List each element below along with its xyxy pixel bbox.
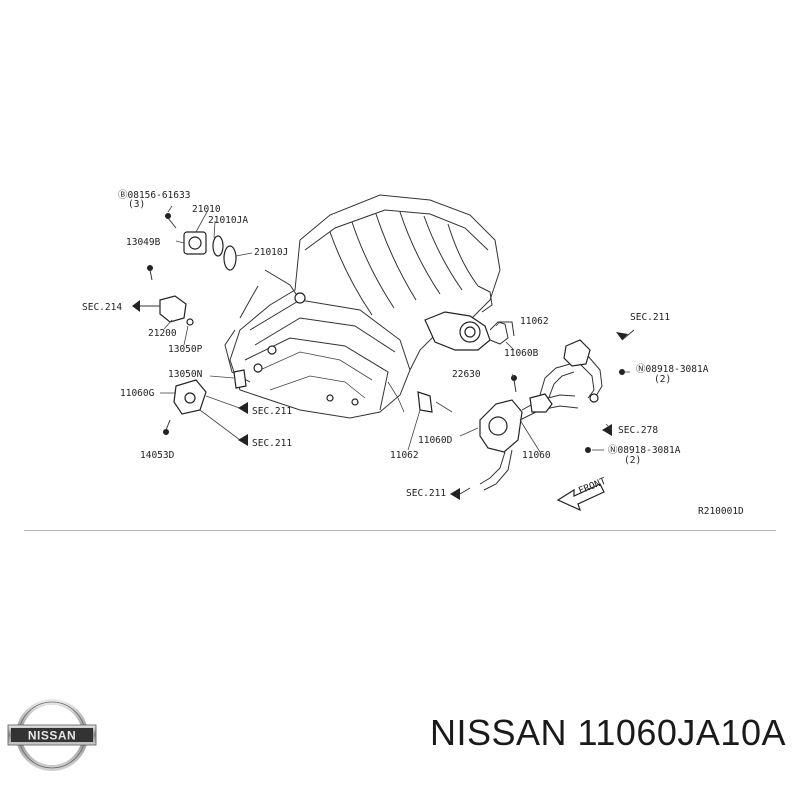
callout-21010: 21010 bbox=[192, 204, 221, 215]
callout-nut-bottom: Ⓝ08918-3081A bbox=[608, 445, 681, 456]
callout-11060g: 11060G bbox=[120, 388, 155, 399]
callout-13049b: 13049B bbox=[126, 237, 161, 248]
callout-22630: 22630 bbox=[452, 369, 481, 380]
direction-arrows bbox=[132, 300, 635, 512]
callout-11062-top: 11062 bbox=[520, 316, 549, 327]
callout-11060d: 11060D bbox=[418, 435, 453, 446]
water-pipe-assembly-right bbox=[387, 321, 625, 491]
callout-11060b: 11060B bbox=[504, 348, 539, 359]
engine-block bbox=[224, 194, 509, 419]
callout-11060: 11060 bbox=[522, 450, 551, 461]
nissan-logo: NISSAN bbox=[7, 699, 97, 771]
logo-text: NISSAN bbox=[28, 729, 76, 743]
callout-11062-bottom: 11062 bbox=[390, 450, 419, 461]
callout-nut-top: Ⓝ08918-3081A bbox=[636, 364, 709, 375]
callout-21200: 21200 bbox=[148, 328, 177, 339]
parts-diagram: Ⓑ08156-61633 (3) 21010 21010JA 21010J 13… bbox=[82, 190, 744, 517]
callout-sec211-a: SEC.211 bbox=[252, 406, 292, 417]
callout-nut-top-qty: (2) bbox=[654, 374, 671, 385]
callout-21010ja: 21010JA bbox=[208, 215, 248, 226]
callout-labels: Ⓑ08156-61633 (3) 21010 21010JA 21010J 13… bbox=[82, 190, 744, 517]
callout-21010j: 21010J bbox=[254, 247, 288, 258]
callout-bolt-top-qty: (3) bbox=[128, 199, 145, 210]
divider-line bbox=[24, 530, 776, 531]
water-outlet-assembly-left bbox=[140, 213, 247, 441]
diagram-reference-code: R210001D bbox=[698, 506, 744, 517]
callout-13050p: 13050P bbox=[168, 344, 203, 355]
callout-sec211-bottom: SEC.211 bbox=[406, 488, 446, 499]
part-number-caption: NISSAN 11060JA10A bbox=[429, 712, 786, 753]
callout-sec211-b: SEC.211 bbox=[252, 438, 292, 449]
callout-sec214: SEC.214 bbox=[82, 302, 122, 313]
callout-13050n: 13050N bbox=[168, 369, 203, 380]
leader-lines bbox=[160, 205, 630, 453]
callout-sec211-top: SEC.211 bbox=[630, 312, 670, 323]
callout-nut-bottom-qty: (2) bbox=[624, 455, 641, 466]
callout-14053d: 14053D bbox=[140, 450, 175, 461]
callout-sec278: SEC.278 bbox=[618, 425, 658, 436]
callout-bolt-top: Ⓑ08156-61633 bbox=[118, 190, 190, 201]
